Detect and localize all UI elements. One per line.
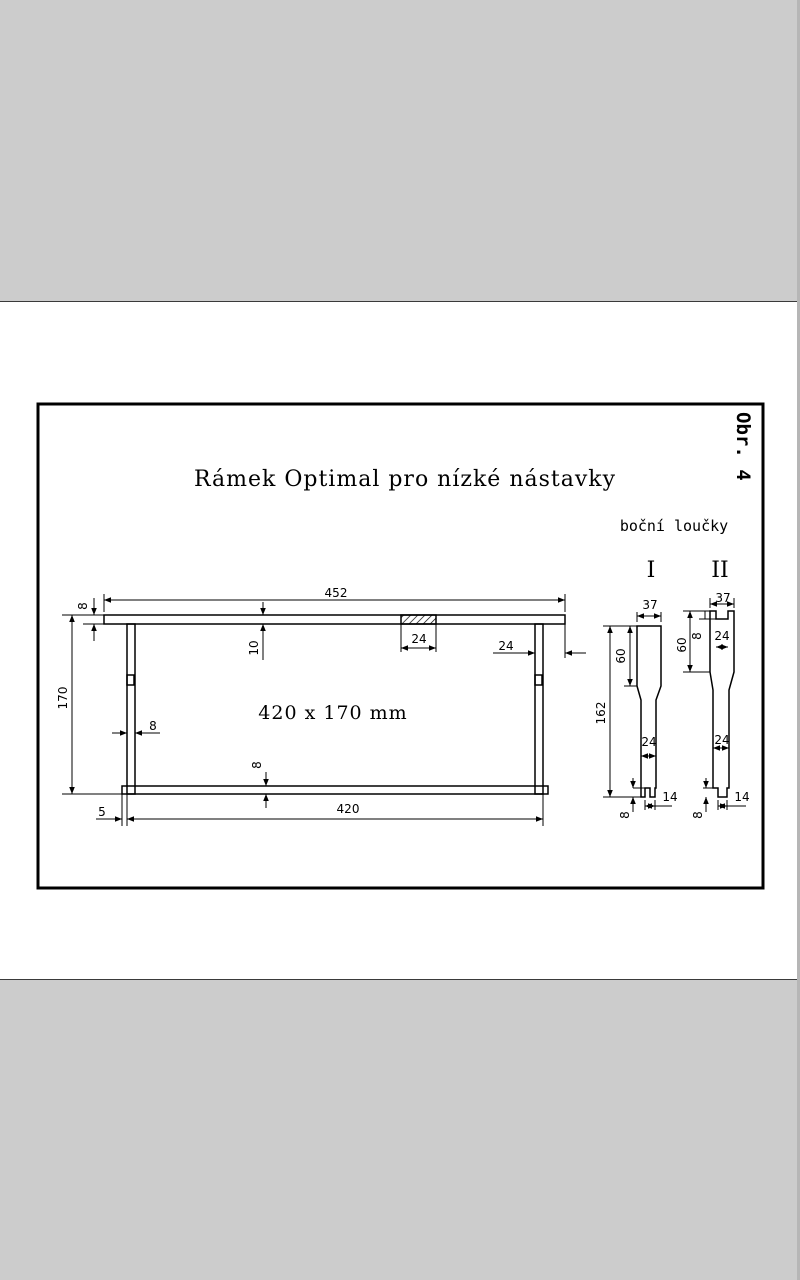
side-bar-two-dimensions: [683, 598, 746, 812]
document-page: [0, 302, 800, 980]
figure-label: Obr. 4: [732, 412, 754, 481]
side-one-total-height: 162: [594, 702, 608, 725]
viewer-background-top: [0, 0, 800, 302]
frame-dimension-labels: 452 8 10 24 24 170 8 8 5 420: [56, 586, 514, 819]
dim-top-bar-length: 452: [325, 586, 348, 600]
side-two-foot-height: 8: [691, 811, 705, 819]
dim-frame-height: 170: [56, 687, 70, 710]
side-one-middle-width: 24: [641, 735, 656, 749]
side-bar-two-labels: 37 60 8 24 24 8 14: [675, 591, 750, 819]
dim-side-bar-thickness: 8: [149, 719, 157, 733]
side-one-top-width: 37: [642, 598, 657, 612]
top-bar: [103, 614, 566, 625]
variant-one-label: I: [647, 558, 656, 583]
side-two-foot-width: 14: [734, 790, 749, 804]
dim-bottom-offset: 5: [98, 805, 106, 819]
dim-side-bar-width: 24: [498, 639, 513, 653]
viewer-background-bottom: [0, 980, 800, 1280]
left-side-bar: [126, 623, 136, 795]
side-bar-one-labels: 37 60 162 24 8 14: [594, 598, 678, 819]
side-two-middle-width: 24: [714, 733, 729, 747]
frame-dimensions: [62, 594, 586, 826]
right-side-bar: [534, 623, 544, 795]
side-bar-one-dimensions: [603, 612, 672, 812]
bottom-bar: [121, 785, 549, 795]
side-one-foot-height: 8: [618, 811, 632, 819]
scrollbar-track[interactable]: [797, 0, 800, 1280]
side-two-shoulder-height: 60: [675, 637, 689, 652]
dim-inner-width: 420: [337, 802, 360, 816]
right-spacer: [534, 674, 543, 686]
frame-drawing: [103, 614, 566, 795]
dim-bottom-bar-thickness: 8: [250, 761, 264, 769]
frame-size-label: 420 x 170 mm: [258, 702, 407, 724]
side-one-foot-width: 14: [662, 790, 677, 804]
dim-top-bar-thickness: 8: [76, 602, 90, 610]
side-two-top-width: 37: [715, 591, 730, 605]
side-bar-two: [709, 610, 735, 798]
side-bars-heading: boční loučky: [620, 517, 728, 535]
dim-top-notch-width: 24: [411, 632, 426, 646]
drawing-border: [36, 402, 765, 890]
side-two-slot-width: 24: [714, 629, 729, 643]
side-one-shoulder-height: 60: [614, 648, 628, 663]
left-spacer: [126, 674, 135, 686]
drawing-title: Rámek Optimal pro nízké nástavky: [194, 467, 616, 492]
side-two-slot-depth: 8: [690, 632, 704, 640]
dim-top-bar-height: 10: [247, 640, 261, 655]
variant-two-label: II: [711, 558, 728, 583]
top-notch-hatched: [400, 614, 437, 625]
side-bar-one: [636, 625, 662, 798]
